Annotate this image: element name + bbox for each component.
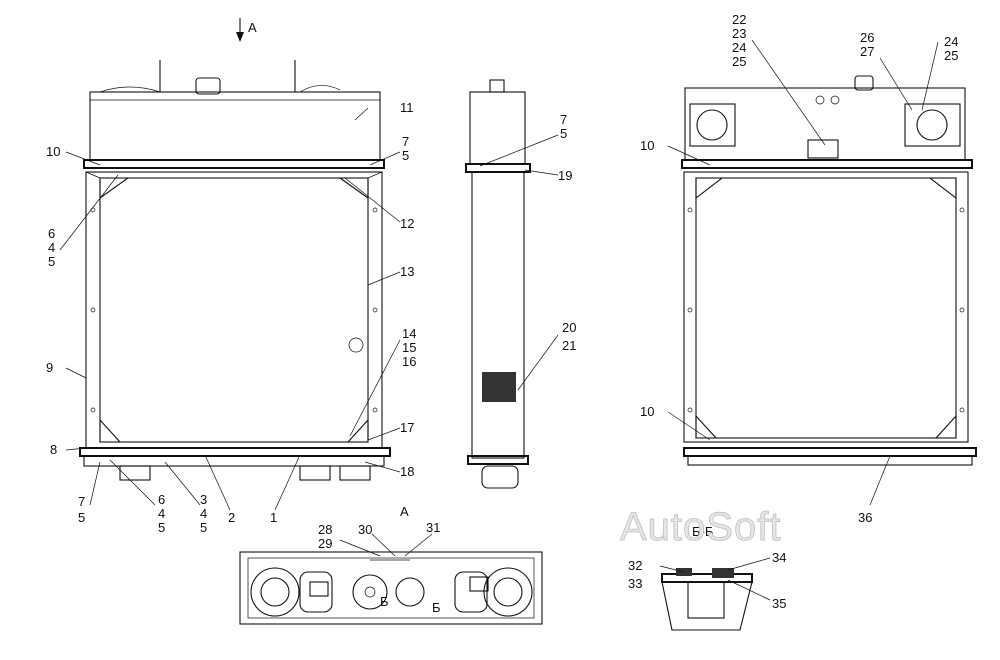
- callout-25: 25: [732, 54, 746, 69]
- callout-21: 21: [562, 338, 576, 353]
- watermark-text: AutoSoft: [620, 505, 781, 549]
- callout-3: 3: [200, 492, 207, 507]
- callout-5: 5: [560, 126, 567, 141]
- section-callouts: 32 33 34 35: [628, 550, 786, 611]
- view-a-caption: A: [400, 504, 409, 519]
- callout-6: 6: [48, 226, 55, 241]
- side-callouts: 7 5 19 20 21: [558, 112, 576, 353]
- callout-5: 5: [48, 254, 55, 269]
- callout-22: 22: [732, 12, 746, 27]
- callout-30: 30: [358, 522, 372, 537]
- callout-10: 10: [46, 144, 60, 159]
- callout-14: 14: [402, 326, 416, 341]
- core-mesh-patch: [482, 372, 516, 402]
- side-view: [465, 79, 531, 489]
- callout-1: 1: [270, 510, 277, 525]
- callout-10: 10: [640, 138, 654, 153]
- callout-6: 6: [158, 492, 165, 507]
- callout-5: 5: [200, 520, 207, 535]
- bottom-view-a: A Б Б: [239, 504, 543, 625]
- callout-9: 9: [46, 360, 53, 375]
- view-a-marker: A: [248, 20, 257, 35]
- rear-view: [681, 75, 977, 466]
- callout-4: 4: [48, 240, 55, 255]
- callout-5: 5: [158, 520, 165, 535]
- callout-5: 5: [78, 510, 85, 525]
- callout-5: 5: [402, 148, 409, 163]
- callout-13: 13: [400, 264, 414, 279]
- callout-25: 25: [944, 48, 958, 63]
- callout-8: 8: [50, 442, 57, 457]
- callout-33: 33: [628, 576, 642, 591]
- callout-11: 11: [400, 100, 414, 115]
- callout-36: 36: [858, 510, 872, 525]
- callout-4: 4: [158, 506, 165, 521]
- callout-28: 28: [318, 522, 332, 537]
- callout-32: 32: [628, 558, 642, 573]
- rear-callouts: 22 23 24 25 26 27 24 25 10 10 36: [640, 12, 958, 525]
- callout-7: 7: [402, 134, 409, 149]
- section-mark-b-1: Б: [380, 594, 389, 609]
- callout-15: 15: [402, 340, 416, 355]
- bottom-callouts: 28 29 30 31: [318, 520, 440, 551]
- callout-7: 7: [78, 494, 85, 509]
- view-arrow-a: A: [236, 18, 257, 42]
- callout-20: 20: [562, 320, 576, 335]
- callout-18: 18: [400, 464, 414, 479]
- callout-17: 17: [400, 420, 414, 435]
- front-view: [79, 60, 391, 481]
- callout-29: 29: [318, 536, 332, 551]
- callout-10: 10: [640, 404, 654, 419]
- section-mark-b-2: Б: [432, 600, 441, 615]
- callout-35: 35: [772, 596, 786, 611]
- callout-7: 7: [560, 112, 567, 127]
- callout-23: 23: [732, 26, 746, 41]
- callout-19: 19: [558, 168, 572, 183]
- callout-24: 24: [944, 34, 958, 49]
- callout-27: 27: [860, 44, 874, 59]
- leader-lines: [59, 39, 939, 601]
- callout-2: 2: [228, 510, 235, 525]
- front-callouts: 10 11 7 5 12 6 4 5 13 14 15 16 9 17 8 18…: [46, 100, 416, 535]
- callout-16: 16: [402, 354, 416, 369]
- section-b-b-title: Б-Б: [692, 524, 713, 539]
- callout-12: 12: [400, 216, 414, 231]
- callout-31: 31: [426, 520, 440, 535]
- callout-34: 34: [772, 550, 786, 565]
- callout-26: 26: [860, 30, 874, 45]
- callout-24: 24: [732, 40, 746, 55]
- callout-4: 4: [200, 506, 207, 521]
